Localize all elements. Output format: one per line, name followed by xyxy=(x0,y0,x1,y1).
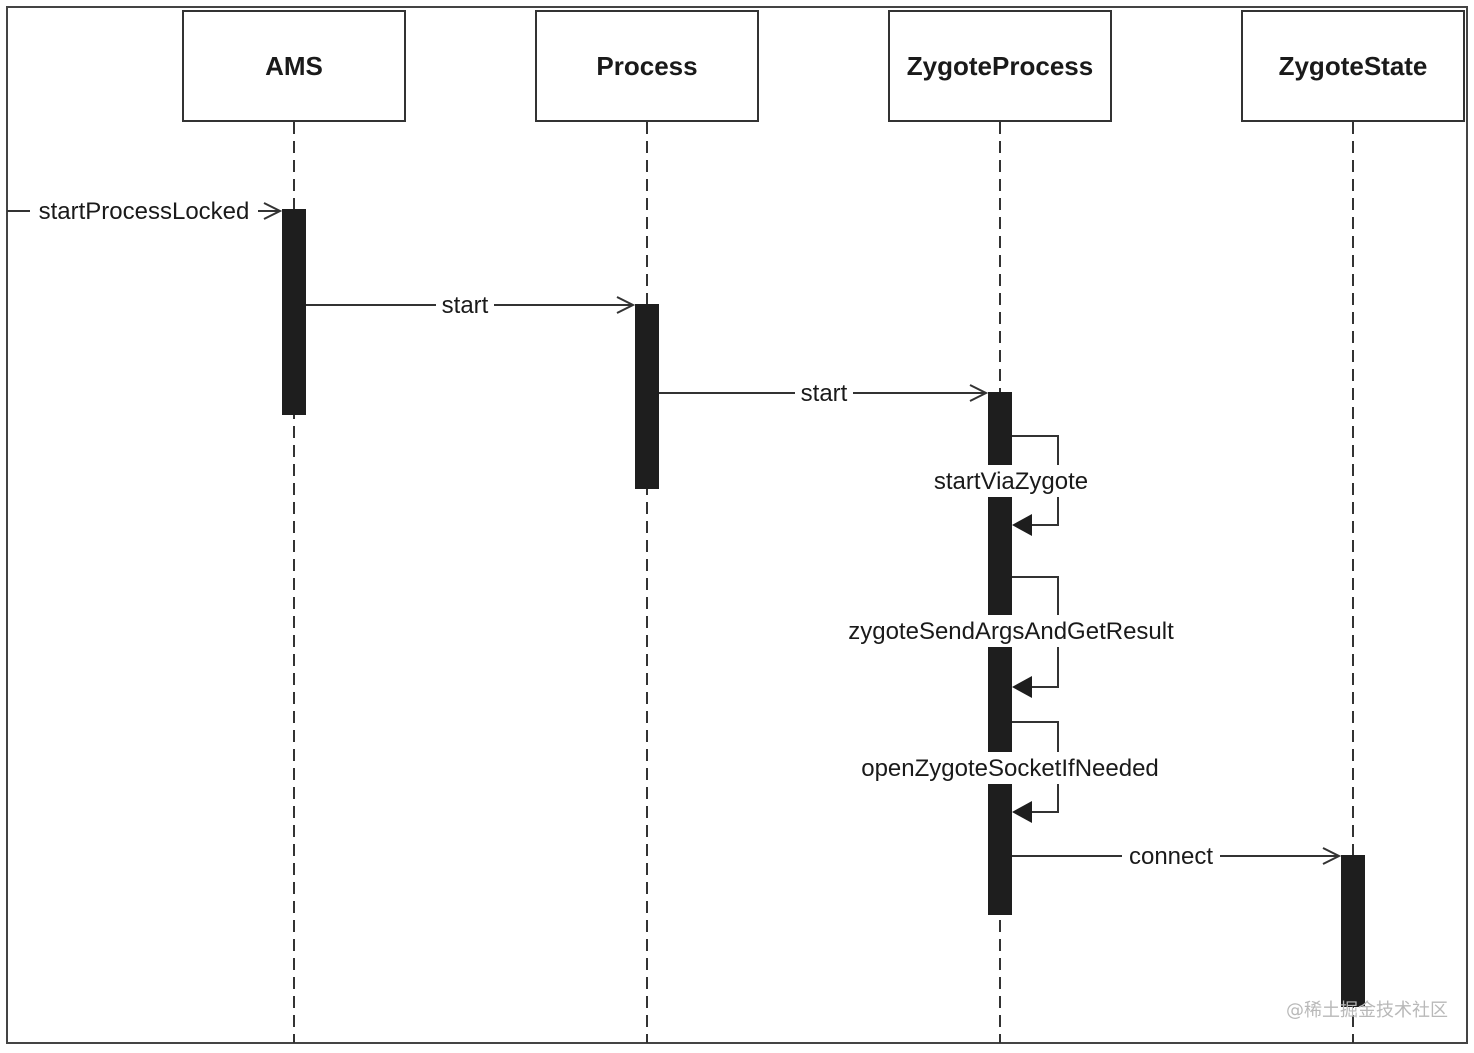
filled-arrowhead xyxy=(1012,514,1032,536)
message-start-ams-process: start xyxy=(306,290,633,320)
label-background xyxy=(1122,841,1220,871)
label-background xyxy=(836,615,1186,647)
participant-zygotestate: ZygoteState xyxy=(1241,10,1465,122)
participant-label: ZygoteState xyxy=(1279,51,1428,81)
message-label: start xyxy=(442,292,489,319)
participant-box xyxy=(1241,10,1465,122)
diagram-frame xyxy=(6,6,1468,1044)
activation-process xyxy=(635,304,659,489)
activation-zygotestate xyxy=(1341,855,1365,1007)
message-startProcessLocked: startProcessLocked xyxy=(7,196,280,226)
participant-box xyxy=(182,10,406,122)
label-background xyxy=(30,196,258,226)
label-background xyxy=(924,465,1098,497)
message-label: openZygoteSocketIfNeeded xyxy=(861,755,1159,782)
label-background xyxy=(795,378,853,408)
label-background xyxy=(846,752,1174,784)
message-label: start xyxy=(801,380,848,407)
filled-arrowhead xyxy=(1012,801,1032,823)
message-startViaZygote: startViaZygote xyxy=(924,435,1098,536)
message-label: zygoteSendArgsAndGetResult xyxy=(848,618,1174,645)
participant-zygoteprocess: ZygoteProcess xyxy=(888,10,1112,122)
watermark-text: @稀土掘金技术社区 xyxy=(1286,1000,1448,1021)
participant-ams: AMS xyxy=(182,10,406,122)
message-openZygoteSocketIfNeeded: openZygoteSocketIfNeeded xyxy=(846,721,1174,823)
message-label: connect xyxy=(1129,843,1213,870)
filled-arrowhead xyxy=(1012,676,1032,698)
label-background xyxy=(436,290,494,320)
participant-label: ZygoteProcess xyxy=(907,51,1093,81)
participant-box xyxy=(888,10,1112,122)
message-zygoteSendArgsAndGetResult: zygoteSendArgsAndGetResult xyxy=(836,576,1186,698)
participant-label: Process xyxy=(596,51,697,81)
activation-ams xyxy=(282,209,306,415)
message-connect: connect xyxy=(1012,841,1339,871)
participant-process: Process xyxy=(535,10,759,122)
participant-box xyxy=(535,10,759,122)
message-label: startProcessLocked xyxy=(39,198,250,225)
message-label: startViaZygote xyxy=(934,468,1088,495)
message-start-process-zygoteprocess: start xyxy=(659,378,986,408)
participant-label: AMS xyxy=(265,51,323,81)
